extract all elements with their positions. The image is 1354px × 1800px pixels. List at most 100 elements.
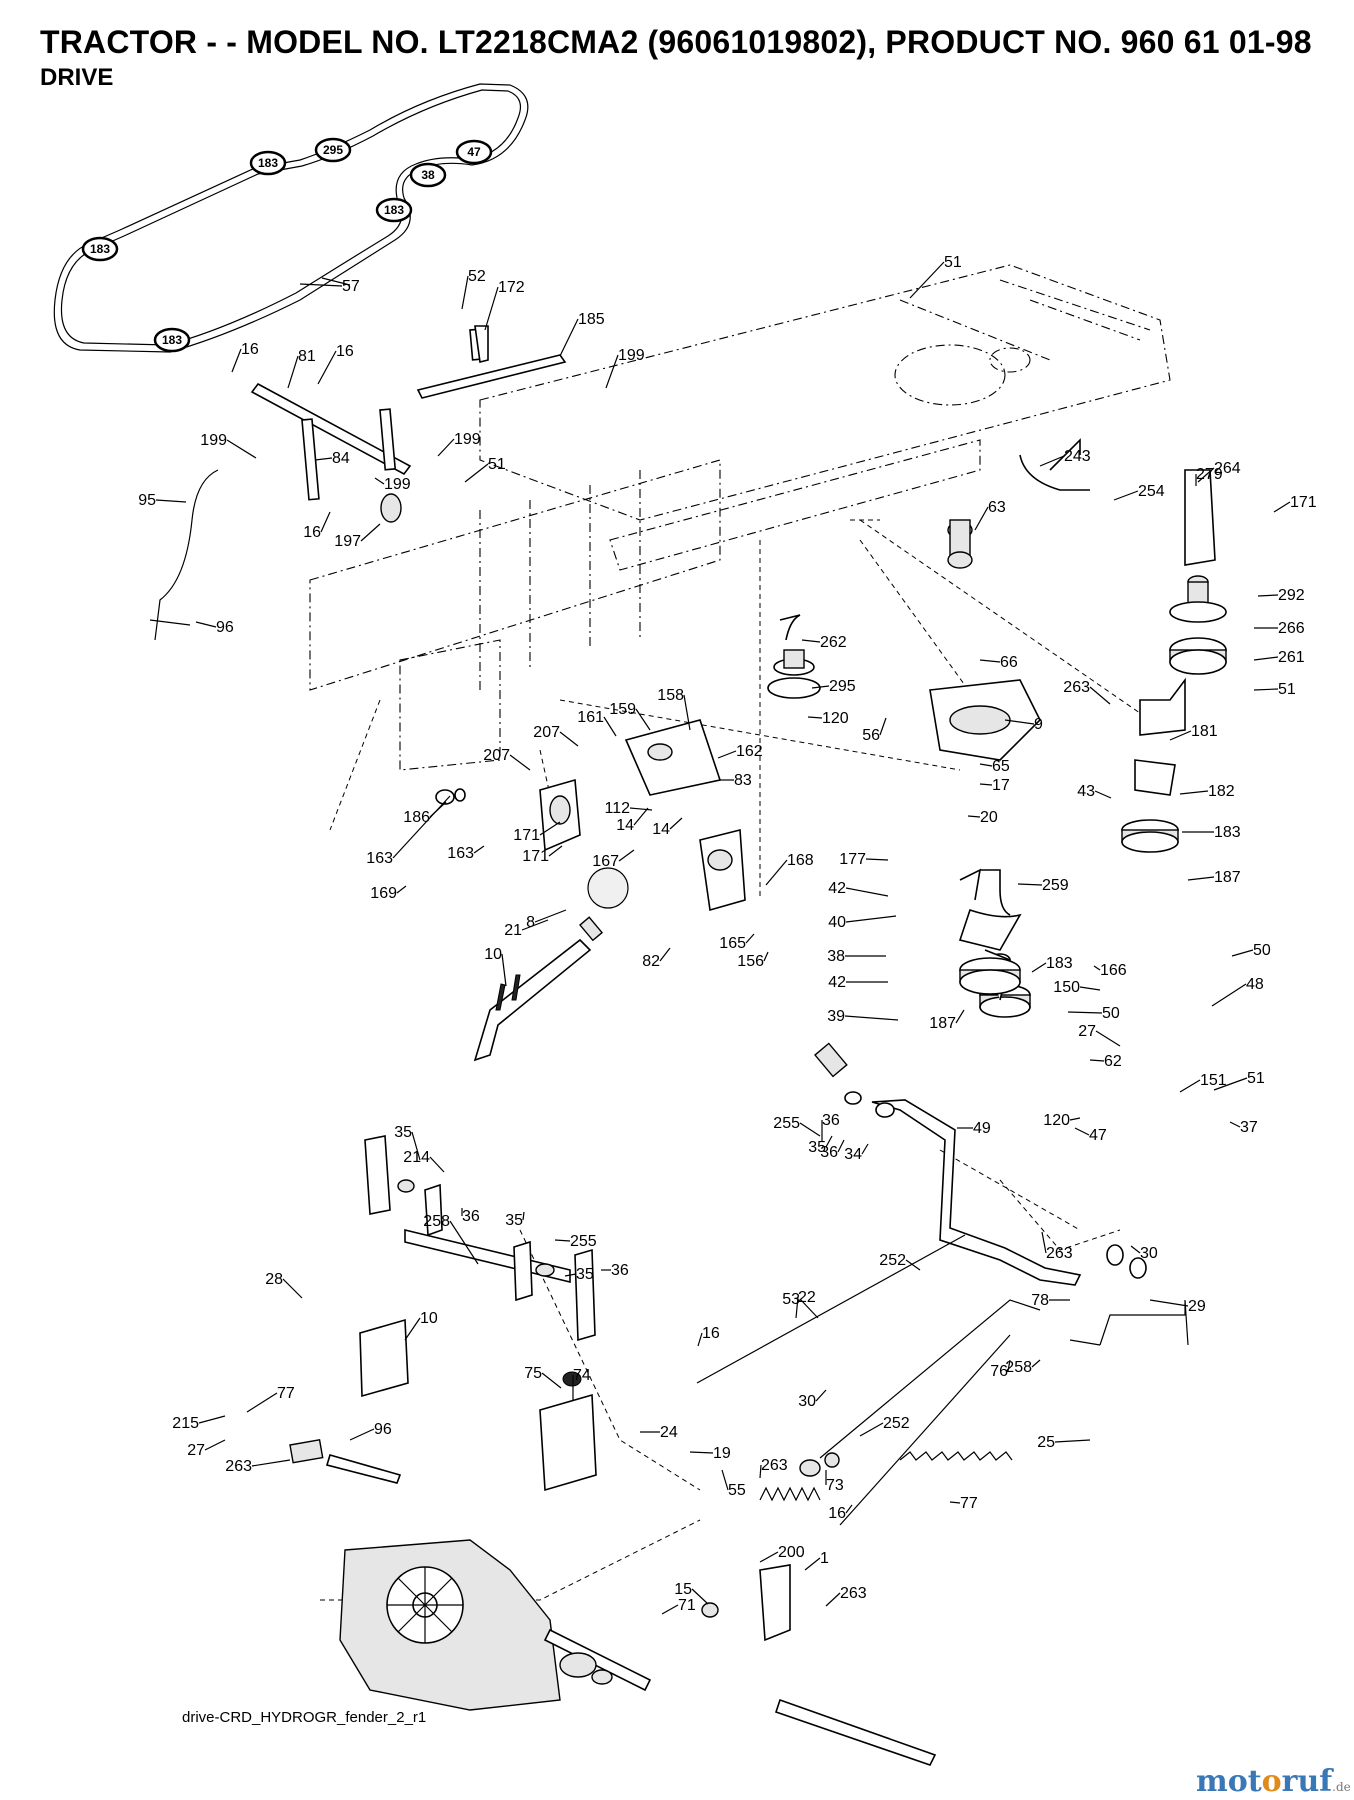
callout-leader bbox=[461, 275, 469, 310]
callout-leader bbox=[392, 795, 451, 859]
callout-leader bbox=[689, 1451, 714, 1454]
part-callout-label: 51 bbox=[1278, 681, 1296, 698]
callout-leader bbox=[825, 1592, 841, 1607]
part-callout-label: 10 bbox=[484, 946, 502, 963]
part-callout-label: 183 bbox=[1046, 955, 1073, 972]
callout-leader bbox=[320, 511, 331, 533]
callout-leader bbox=[1179, 1079, 1201, 1093]
part-callout-label: 258 bbox=[423, 1213, 450, 1230]
callout-leader bbox=[1095, 1030, 1121, 1047]
callout-leader bbox=[299, 283, 343, 287]
part-callout-label: 51 bbox=[488, 456, 506, 473]
part-callout-label: 77 bbox=[960, 1495, 978, 1512]
belt-pulley-label: 183 bbox=[162, 333, 182, 347]
callout-leader bbox=[844, 1015, 899, 1021]
part-callout-label: 172 bbox=[498, 279, 525, 296]
part-callout-label: 255 bbox=[570, 1233, 597, 1250]
part-callout-label: 77 bbox=[277, 1385, 295, 1402]
part-callout-label: 295 bbox=[829, 678, 856, 695]
belt-pulley-label: 47 bbox=[467, 145, 481, 159]
part-callout-label: 163 bbox=[447, 845, 474, 862]
part-callout-label: 264 bbox=[1214, 460, 1241, 477]
callout-leader bbox=[661, 1604, 679, 1615]
callout-leader bbox=[1229, 1121, 1241, 1128]
part-callout-label: 215 bbox=[172, 1415, 199, 1432]
part-callout-label: 262 bbox=[820, 634, 847, 651]
callout-leader bbox=[473, 845, 485, 854]
callout-leader bbox=[437, 438, 455, 457]
callout-leader bbox=[1067, 1011, 1103, 1014]
callout-leader bbox=[669, 817, 683, 830]
callout-leader bbox=[837, 1139, 845, 1153]
part-callout-label: 35 bbox=[505, 1212, 523, 1229]
belt-pulley-marker bbox=[81, 236, 119, 262]
part-callout-label: 47 bbox=[1089, 1127, 1107, 1144]
callout-leader bbox=[1169, 730, 1192, 741]
callout-leader bbox=[859, 1422, 884, 1437]
part-callout-label: 199 bbox=[618, 347, 645, 364]
callout-leader bbox=[979, 783, 993, 786]
part-callout-label: 252 bbox=[879, 1252, 906, 1269]
callout-leader bbox=[374, 477, 385, 485]
part-callout-label: 167 bbox=[592, 853, 619, 870]
part-callout-label: 171 bbox=[1290, 494, 1317, 511]
callout-leader bbox=[541, 1372, 562, 1389]
part-callout-label: 254 bbox=[1138, 483, 1165, 500]
callout-leader bbox=[559, 318, 579, 357]
part-callout-label: 39 bbox=[827, 1008, 845, 1025]
part-callout-label: 16 bbox=[828, 1505, 846, 1522]
part-callout-label: 35 bbox=[576, 1266, 594, 1283]
callout-leader bbox=[811, 685, 830, 689]
part-callout-label: 48 bbox=[1246, 976, 1264, 993]
part-callout-label: 156 bbox=[737, 953, 764, 970]
part-callout-label: 163 bbox=[366, 850, 393, 867]
watermark-part3: ruf bbox=[1281, 1764, 1333, 1799]
part-callout-label: 57 bbox=[342, 278, 360, 295]
callout-leader bbox=[967, 815, 981, 818]
callout-leader bbox=[509, 754, 531, 771]
part-callout-label: 150 bbox=[1053, 979, 1080, 996]
part-callout-label: 166 bbox=[1100, 962, 1127, 979]
part-callout-label: 28 bbox=[265, 1271, 283, 1288]
part-callout-label: 42 bbox=[828, 974, 846, 991]
part-callout-label: 78 bbox=[1031, 1292, 1049, 1309]
callout-leader bbox=[314, 457, 333, 461]
drive-belt bbox=[53, 83, 529, 353]
callout-leader bbox=[534, 909, 567, 923]
part-callout-label: 35 bbox=[394, 1124, 412, 1141]
part-callout-label: 50 bbox=[1253, 942, 1271, 959]
callout-leader bbox=[1094, 790, 1112, 799]
callout-leader bbox=[1197, 467, 1215, 483]
part-callout-label: 51 bbox=[944, 254, 962, 271]
part-callout-label: 199 bbox=[384, 476, 411, 493]
callout-leader bbox=[861, 1143, 869, 1155]
callout-leader bbox=[1113, 490, 1139, 501]
part-callout-label: 22 bbox=[798, 1289, 816, 1306]
callout-leader bbox=[759, 1551, 779, 1563]
callout-leader bbox=[909, 261, 945, 299]
pulley-stack-right bbox=[767, 438, 1227, 1018]
part-callout-label: 10 bbox=[420, 1310, 438, 1327]
part-callout-label: 73 bbox=[826, 1477, 844, 1494]
part-callout-label: 83 bbox=[734, 772, 752, 789]
part-callout-label: 15 bbox=[674, 1581, 692, 1598]
part-callout-label: 279 bbox=[1196, 466, 1223, 483]
part-callout-label: 62 bbox=[1104, 1053, 1122, 1070]
part-callout-label: 263 bbox=[840, 1585, 867, 1602]
upper-linkage bbox=[149, 325, 567, 641]
part-callout-label: 96 bbox=[374, 1421, 392, 1438]
part-callout-label: 76 bbox=[990, 1363, 1008, 1380]
callout-leader bbox=[396, 885, 407, 894]
callout-leader bbox=[554, 1239, 571, 1242]
part-callout-label: 49 bbox=[973, 1120, 991, 1137]
callout-leader bbox=[539, 821, 561, 836]
part-callout-label: 95 bbox=[138, 492, 156, 509]
part-callout-label: 171 bbox=[513, 827, 540, 844]
callout-leader bbox=[815, 1389, 827, 1402]
callout-leader bbox=[717, 750, 737, 759]
callout-leader bbox=[449, 1220, 479, 1265]
part-callout-label: 263 bbox=[1063, 679, 1090, 696]
part-callout-label: 263 bbox=[225, 1458, 252, 1475]
part-callout-label: 181 bbox=[1191, 723, 1218, 740]
